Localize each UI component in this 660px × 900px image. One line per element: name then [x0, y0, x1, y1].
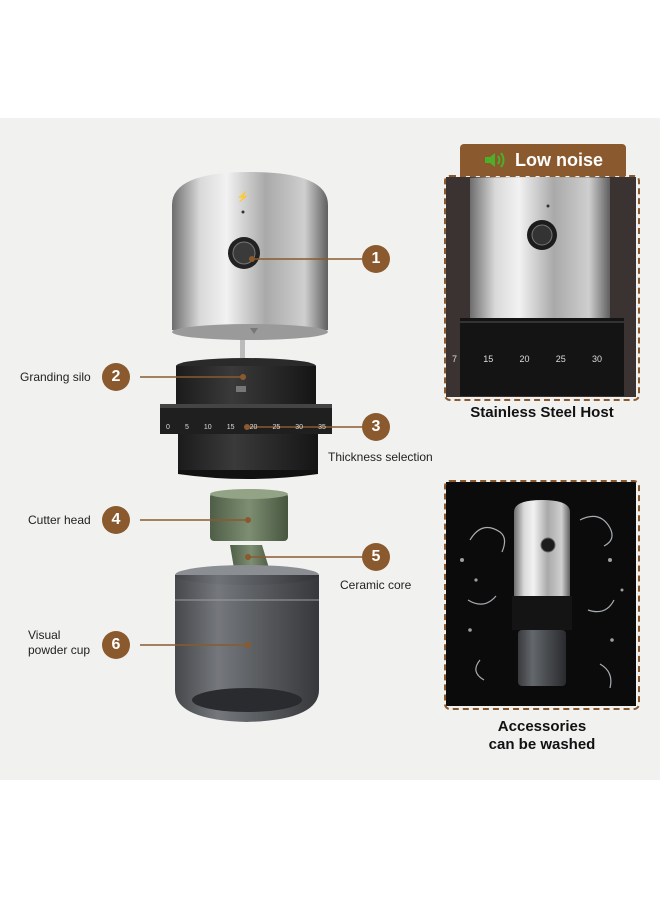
- callout-6: 6: [102, 631, 130, 659]
- callout-4: 4: [102, 506, 130, 534]
- dial-tick: 25: [272, 424, 281, 431]
- washed-grinder-photo: [446, 482, 636, 706]
- dial-tick: 30: [295, 424, 304, 431]
- dial-tick: 20: [249, 424, 258, 431]
- steel-host-closeup: [446, 177, 636, 397]
- dial-tick: 0: [166, 424, 170, 431]
- dial-tick: 20: [519, 354, 530, 364]
- washable-frame: [444, 480, 640, 710]
- zoom-dial-scale: 7 15 20 25 30: [452, 354, 602, 364]
- label-line: Visual: [28, 628, 61, 642]
- label-ceramic-core: Ceramic core: [340, 578, 412, 592]
- caption-stainless-steel-host: Stainless Steel Host: [470, 404, 614, 421]
- dial-tick: 35: [318, 424, 326, 431]
- caption-line: can be washed: [488, 736, 596, 753]
- dial-tick: 10: [203, 424, 212, 431]
- dial-scale: 0 5 10 15 20 25 30 35: [166, 424, 326, 431]
- label-thickness-selection: Thickness selection: [328, 450, 433, 464]
- svg-text:⚡: ⚡: [237, 190, 249, 203]
- label-visual-powder-cup: Visual powder cup: [28, 628, 90, 658]
- steel-host-frame: [444, 175, 640, 401]
- cutter-head: [210, 489, 288, 541]
- dial-tick: 15: [226, 424, 235, 431]
- grinding-silo: [160, 358, 332, 479]
- label-line: powder cup: [28, 643, 91, 657]
- dial-tick: 15: [483, 354, 494, 364]
- dial-tick: 7: [452, 354, 458, 364]
- callout-3: 3: [362, 413, 390, 441]
- label-granding-silo: Granding silo: [20, 370, 91, 384]
- leader-lines: [140, 258, 362, 646]
- callout-1: 1: [362, 245, 390, 273]
- badge-text: Low noise: [514, 149, 603, 170]
- callout-2: 2: [102, 363, 130, 391]
- dial-tick: 30: [591, 354, 602, 364]
- steel-host: ⚡: [172, 172, 328, 340]
- label-cutter-head: Cutter head: [28, 513, 91, 527]
- caption-accessories: Accessories can be washed: [444, 718, 640, 754]
- speaker-icon: [484, 152, 505, 168]
- callout-5: 5: [362, 543, 390, 571]
- dial-tick: 5: [184, 424, 189, 431]
- powder-cup: [175, 565, 319, 722]
- dial-tick: 25: [555, 354, 566, 364]
- low-noise-badge: Low noise: [460, 144, 626, 176]
- caption-line: Accessories: [497, 718, 587, 735]
